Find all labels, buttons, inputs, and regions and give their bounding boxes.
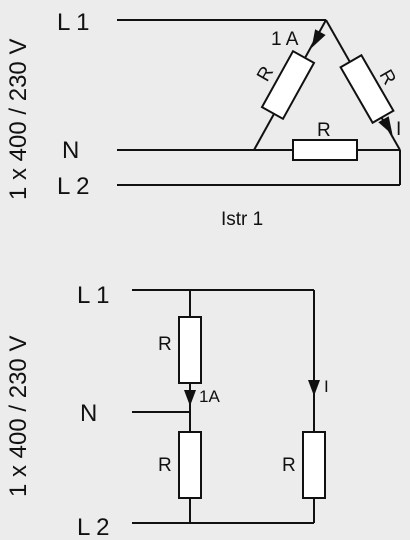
bottom-resistor-right-label: R	[282, 455, 296, 476]
bottom-current-i-label: I	[324, 377, 329, 396]
bottom-resistor-upper-label: R	[158, 334, 172, 355]
top-circuit: 1 x 400 / 230 V L 1 N L 2 1 A I R R R Is…	[5, 9, 401, 230]
top-caption: Istr 1	[221, 209, 263, 230]
bottom-n-label: N	[80, 400, 97, 427]
bottom-resistor-lower	[178, 431, 202, 499]
top-l1-label: L 1	[57, 9, 89, 36]
bottom-resistor-lower-label: R	[158, 455, 172, 476]
bottom-arrow-i	[308, 380, 320, 396]
top-resistor-bottom	[292, 139, 358, 161]
bottom-current-1a-label: 1A	[199, 387, 220, 406]
top-resistor-left	[260, 49, 316, 121]
bottom-arrow-1a	[184, 390, 196, 406]
bottom-resistor-right	[302, 431, 326, 499]
bottom-resistor-upper	[178, 316, 202, 384]
bottom-supply-label: 1 x 400 / 230 V	[5, 336, 32, 497]
top-supply-label: 1 x 400 / 230 V	[5, 39, 32, 200]
bottom-l1-label: L 1	[77, 282, 109, 309]
top-arrow-1a	[311, 29, 326, 48]
top-l2-label: L 2	[57, 173, 89, 200]
top-resistor-right	[339, 53, 395, 125]
bottom-l2-label: L 2	[77, 514, 109, 540]
bottom-circuit: 1 x 400 / 230 V L 1 N L 2 1A I R R R	[5, 282, 329, 540]
top-current-i-label: I	[396, 119, 401, 140]
top-arrow-i	[378, 116, 393, 135]
top-current-1a-label: 1 A	[271, 29, 299, 50]
top-n-label: N	[62, 137, 79, 164]
top-resistor-bottom-label: R	[317, 120, 331, 141]
